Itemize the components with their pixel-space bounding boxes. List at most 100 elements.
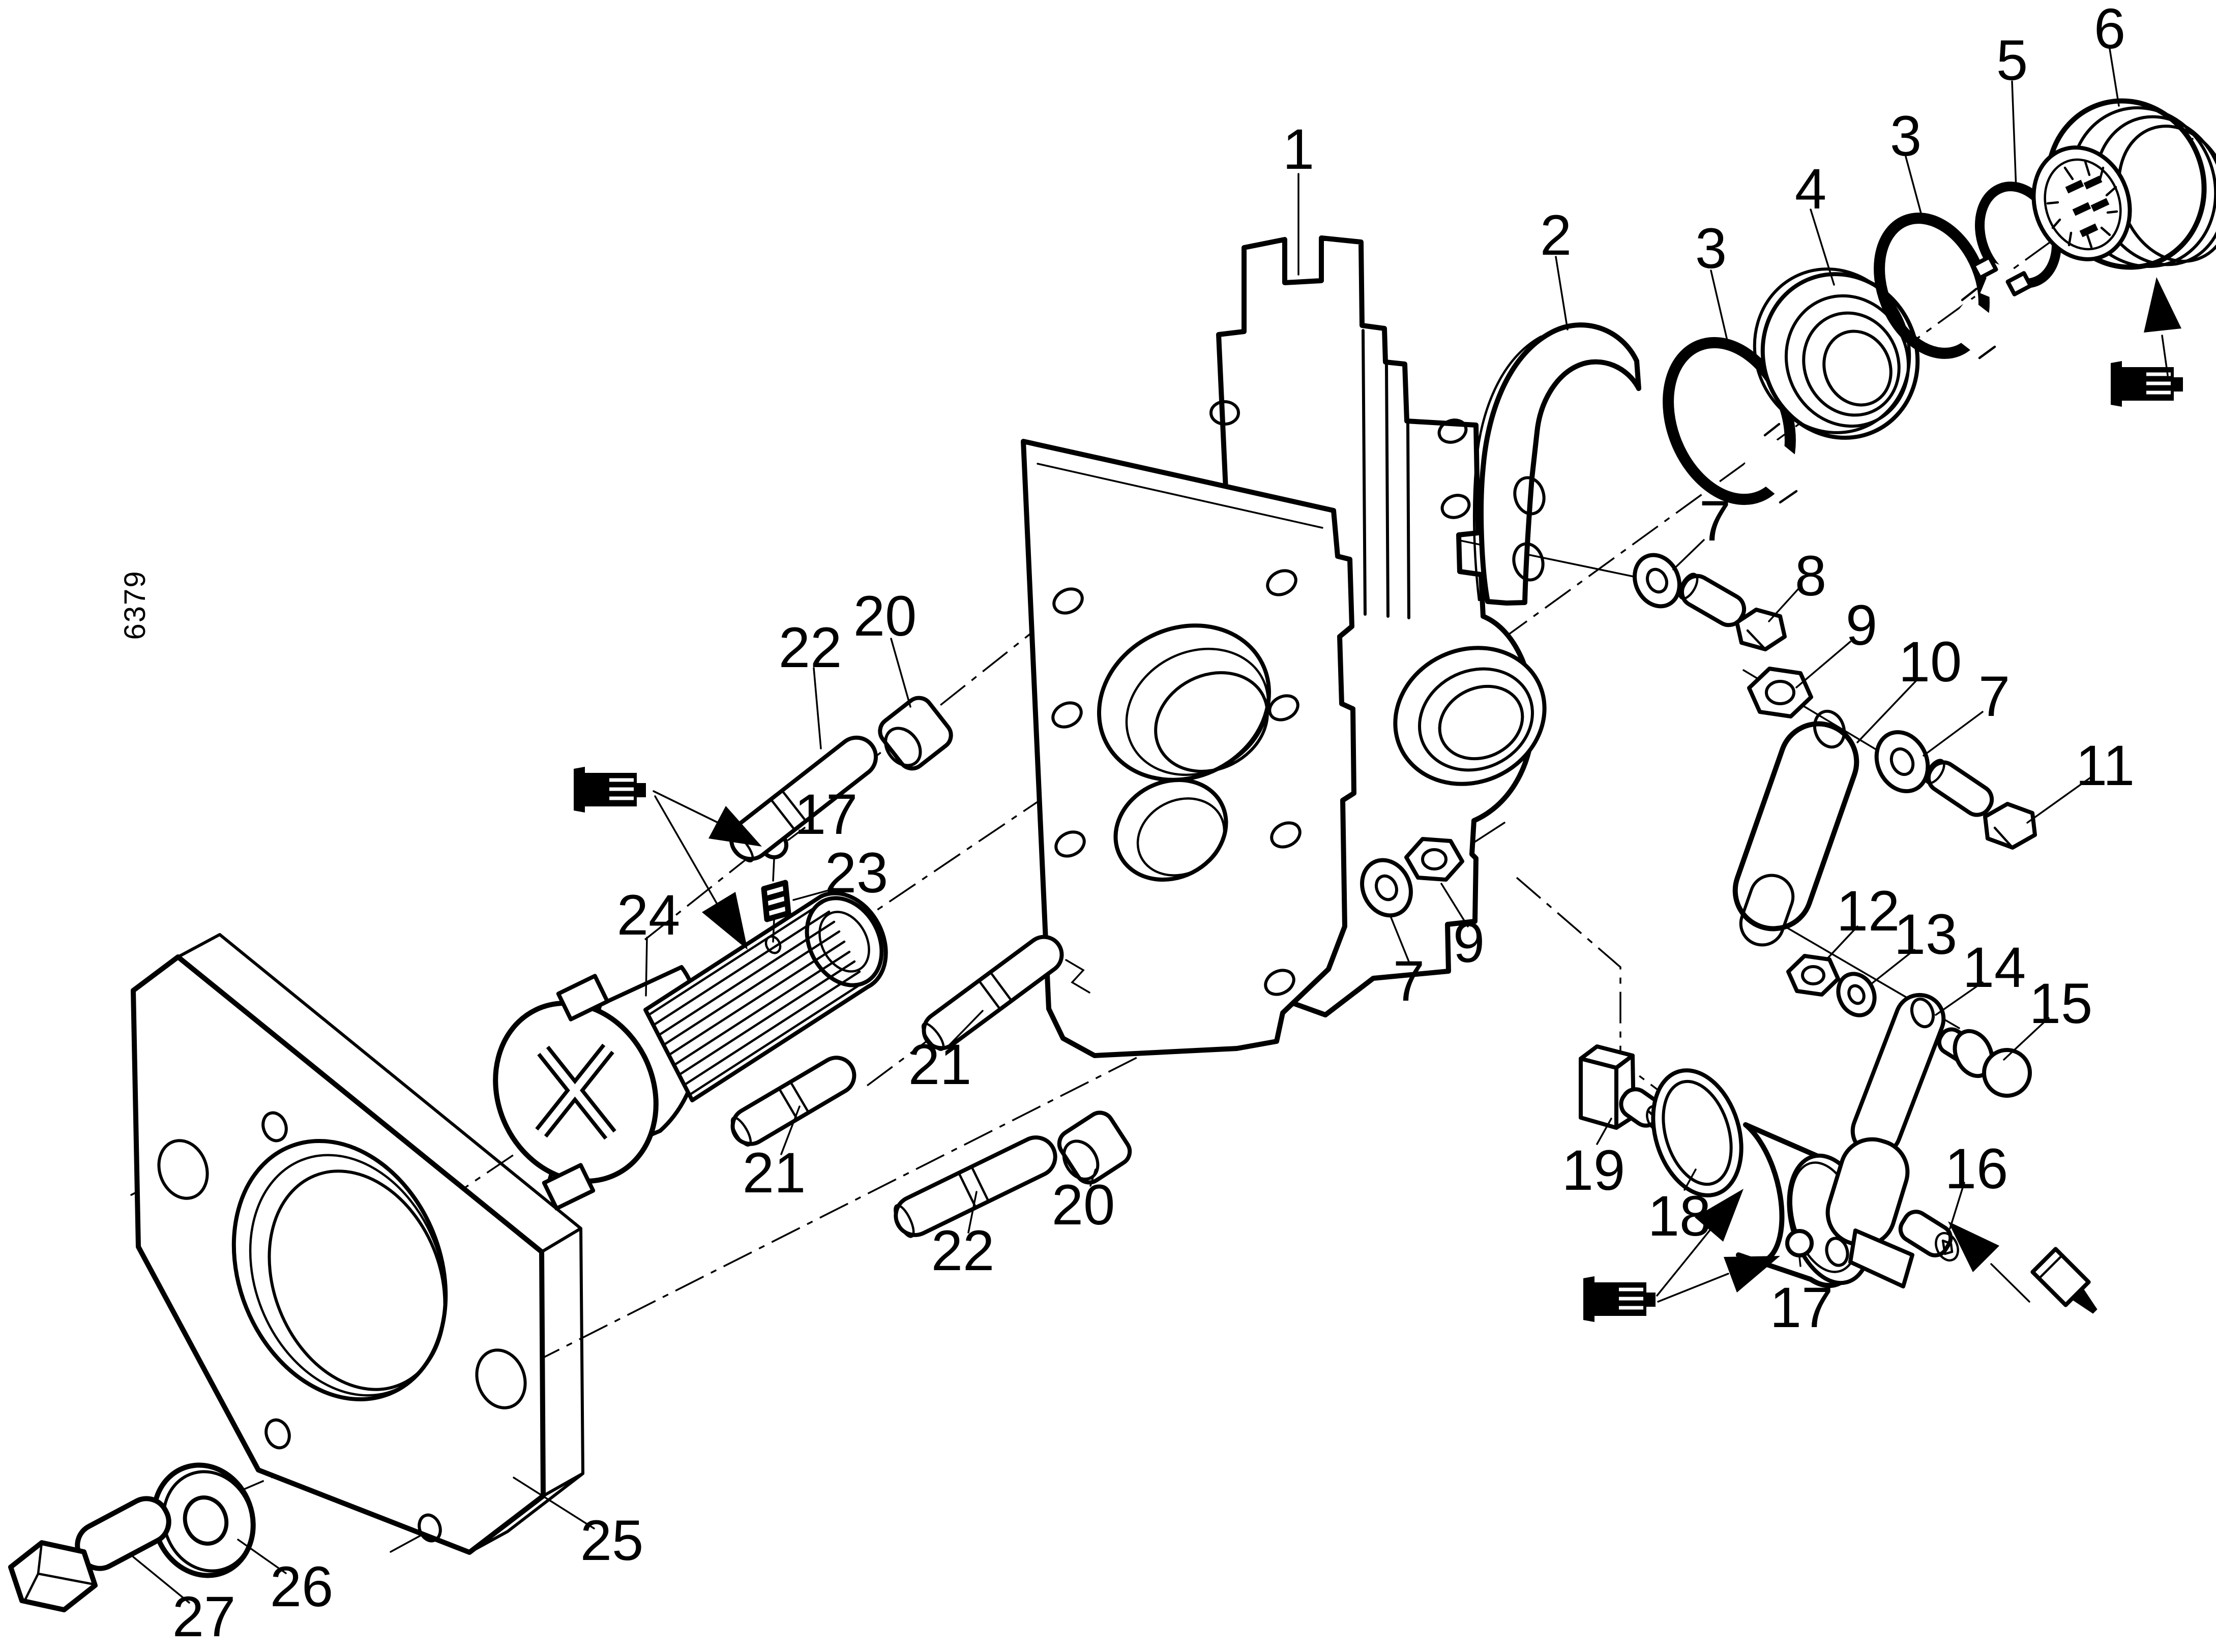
grease-arrow-to-cylinder [1656,1189,1744,1297]
callout-20b: 20 [1052,1173,1115,1237]
coupler-claw-cross [535,1043,616,1140]
flange-hole-small [418,1513,442,1543]
washer-outer [1874,730,1930,794]
coupling-spline-bore [2044,158,2122,251]
callout-3b: 3 [1890,104,1922,168]
plate-break-zigzag [1065,959,1090,994]
bearing-outer [1760,272,1920,440]
pin-end [730,1116,752,1147]
splined-coupling-part-6 [2031,98,2216,270]
adjuster-block-part-19 [1579,1044,1668,1133]
callout-3a: 3 [1695,217,1727,280]
pin-end [894,1204,915,1238]
washer-hole [1847,984,1866,1005]
callout-20a: 20 [853,584,917,648]
washer-hole [1646,567,1668,594]
bearing-race-inner [1802,311,1901,417]
grease-arrow-to-coupling-6 [2144,277,2181,376]
spacer-sleeve-part-20b [1057,1110,1132,1185]
washer-outer [1360,858,1413,918]
nut-hex [1786,954,1840,997]
front-cover-plate [1021,439,1356,1058]
sealant-arrow-to-screw-16 [1948,1221,2030,1303]
hook-hole [1512,542,1545,582]
grease-gun-icon-bottom [1583,1276,1656,1322]
detent-hole [764,935,782,954]
washer-part-26 [151,1462,256,1578]
spline-teeth-lines [646,900,867,1096]
pin-ball [1982,1048,2032,1098]
sealant-tube-icon [2030,1247,2097,1314]
bearing-rim [1753,267,1911,434]
dowel-pin-part-22b [894,1135,1057,1238]
bolt-head [1983,802,2037,850]
callout-9b: 9 [1453,911,1485,974]
nut-hex [1404,837,1464,882]
callout-17c: 17 [1770,1276,1834,1339]
sleeve-bore [884,727,922,767]
oring-inner [1662,1079,1733,1186]
circlip-gap [1943,297,2019,368]
hook-hole [1513,476,1546,516]
flange-bore [231,1139,448,1401]
pin-body [730,1056,856,1146]
washer-part-7a [1633,553,1681,609]
grease-gun-flare [2111,361,2122,407]
housing-ear-hole [1440,494,1471,519]
housing-ear-hole [1437,418,1468,444]
bearing-port-ring [1418,667,1534,772]
set-screw-part-16 [1898,1210,1959,1261]
flange-hole [157,1139,209,1200]
circlip-end [1978,345,1996,359]
coupler-claw-notch [556,974,610,1022]
callout-2: 2 [1540,203,1572,267]
bolt-head-facet [1993,826,2014,849]
callout-10: 10 [1899,630,1962,694]
sleeve-body [1057,1110,1132,1185]
grease-gun-tip [2174,377,2183,392]
figure-number: 6379 [119,570,152,640]
plate-upper-bore-inner [1154,671,1269,773]
grease-gun-tip [1646,1293,1656,1307]
bearing-part-4 [1753,267,1920,440]
callout-22a: 22 [779,616,842,679]
lever14-flange [1848,1228,1914,1288]
nut-part-12 [1786,954,1840,997]
circlip-end [1961,287,1978,302]
callout-9a: 9 [1846,593,1877,657]
housing-edge [1362,329,1367,616]
plate-bolt-holes [1051,569,1302,996]
bolt-shaft [1926,760,1994,817]
callout-21b: 21 [743,1141,806,1205]
coupler-claw-notch [542,1163,596,1211]
circlip-end [1763,423,1781,437]
nut-part-9b [1404,837,1464,882]
grease-arrow-to-spline [654,795,748,950]
bearing-port-bore [1438,684,1524,761]
bolt-part-11 [1924,759,2037,850]
callout-19: 19 [1562,1138,1626,1202]
lever14-hole [1910,997,1935,1029]
grease-arrow-to-ball-17c [1657,1256,1780,1303]
grease-gun-icon-left [574,767,646,813]
callout-27: 27 [172,1585,236,1648]
flange-plate-part-25 [131,933,584,1555]
splined-coupler-part-24 [493,891,888,1211]
ball-spring-line [772,858,775,882]
callout-11: 11 [2076,734,2135,797]
dowel-pin-part-21b [730,1056,856,1147]
flange-hole-small [261,1111,288,1143]
callout-26: 26 [270,1555,334,1618]
bolt-part-8 [1678,573,1787,651]
callout-6: 6 [2094,0,2125,61]
callout-8: 8 [1795,544,1826,608]
bolt-part-27 [8,1496,171,1612]
callout-17b: 17 [794,783,858,846]
washer-hole [1375,874,1398,902]
callout-14: 14 [1963,936,2026,999]
callout-23: 23 [825,841,889,905]
sealant-tube-nozzle [2071,1287,2097,1314]
bolt-shaft-end [1924,759,1945,785]
callout-7b: 7 [1978,665,2010,728]
